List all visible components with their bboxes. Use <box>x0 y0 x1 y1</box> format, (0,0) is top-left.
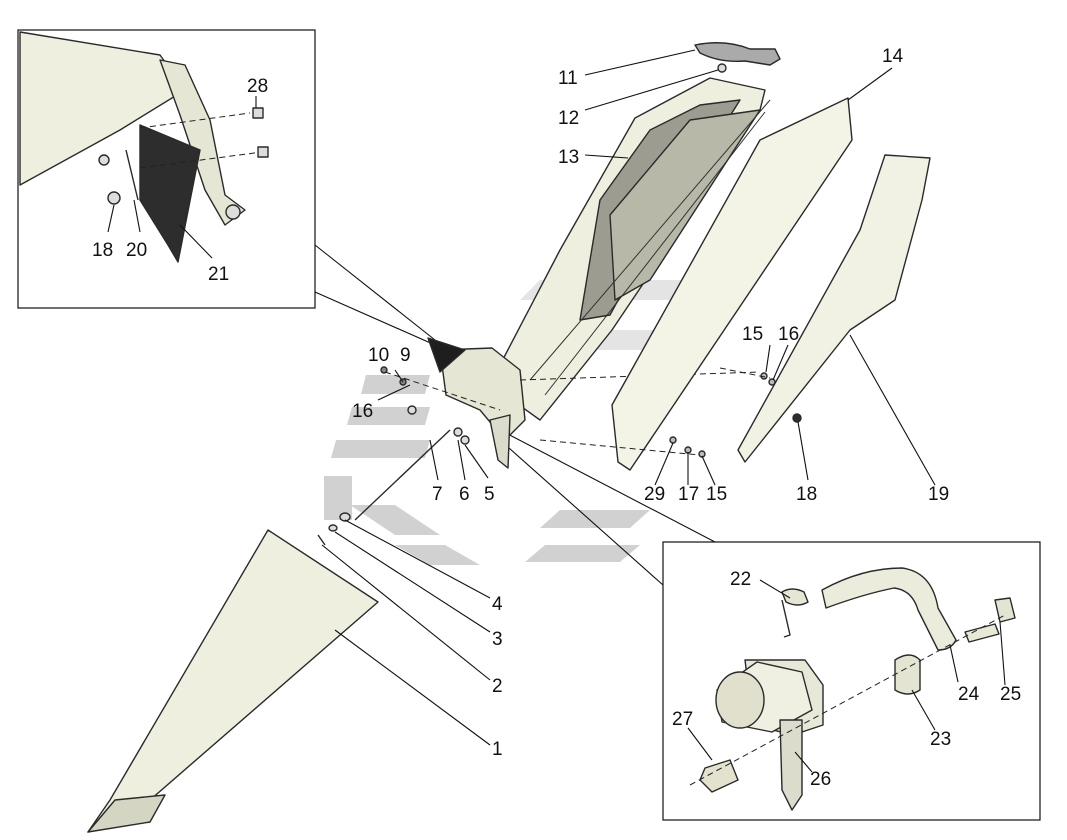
label-16-main: 16 <box>352 401 373 422</box>
label-2: 2 <box>492 676 503 697</box>
label-29: 29 <box>644 484 665 505</box>
label-10: 10 <box>368 345 389 366</box>
part-1-divider <box>87 529 379 833</box>
label-20: 20 <box>126 240 147 261</box>
label-11: 11 <box>558 68 578 89</box>
label-3: 3 <box>492 629 503 650</box>
part-19-panel <box>737 154 931 463</box>
inset-bottom-content <box>687 567 1016 811</box>
label-18-main: 18 <box>796 484 817 505</box>
label-28: 28 <box>247 76 268 97</box>
label-14: 14 <box>882 46 904 67</box>
label-4: 4 <box>492 594 503 615</box>
label-6: 6 <box>459 484 470 505</box>
label-5: 5 <box>484 484 495 505</box>
label-27: 27 <box>672 709 693 730</box>
label-12: 12 <box>558 108 579 129</box>
inset-top-content <box>19 31 269 263</box>
label-13: 13 <box>558 147 579 168</box>
part-13-frame <box>427 77 771 469</box>
part-14-panel <box>611 97 853 471</box>
label-22: 22 <box>730 569 751 590</box>
label-17: 17 <box>678 484 699 505</box>
inset-bottom-callout-2 <box>499 439 664 586</box>
label-16-right: 16 <box>778 324 799 345</box>
label-24: 24 <box>958 684 980 705</box>
inset-bottom-callout-1 <box>499 429 716 543</box>
label-9: 9 <box>400 345 411 366</box>
label-1: 1 <box>492 739 503 760</box>
label-21: 21 <box>208 264 229 285</box>
leader-lines <box>321 49 936 746</box>
label-25: 25 <box>1000 684 1021 705</box>
label-15-upper: 15 <box>742 324 763 345</box>
part-11-handle <box>694 42 781 66</box>
inset-top-callout-1 <box>314 244 436 341</box>
part-21-shield <box>139 124 201 263</box>
label-18-inset: 18 <box>92 240 113 261</box>
label-15-lower: 15 <box>706 484 727 505</box>
label-26: 26 <box>810 769 831 790</box>
label-23: 23 <box>930 729 951 750</box>
label-7: 7 <box>432 484 443 505</box>
part-12-pin <box>717 63 727 73</box>
label-19: 19 <box>928 484 949 505</box>
callout-labels: 28 18 20 21 11 12 13 14 10 9 16 7 6 5 15… <box>92 46 1021 790</box>
inset-top-callout-2 <box>314 291 436 346</box>
